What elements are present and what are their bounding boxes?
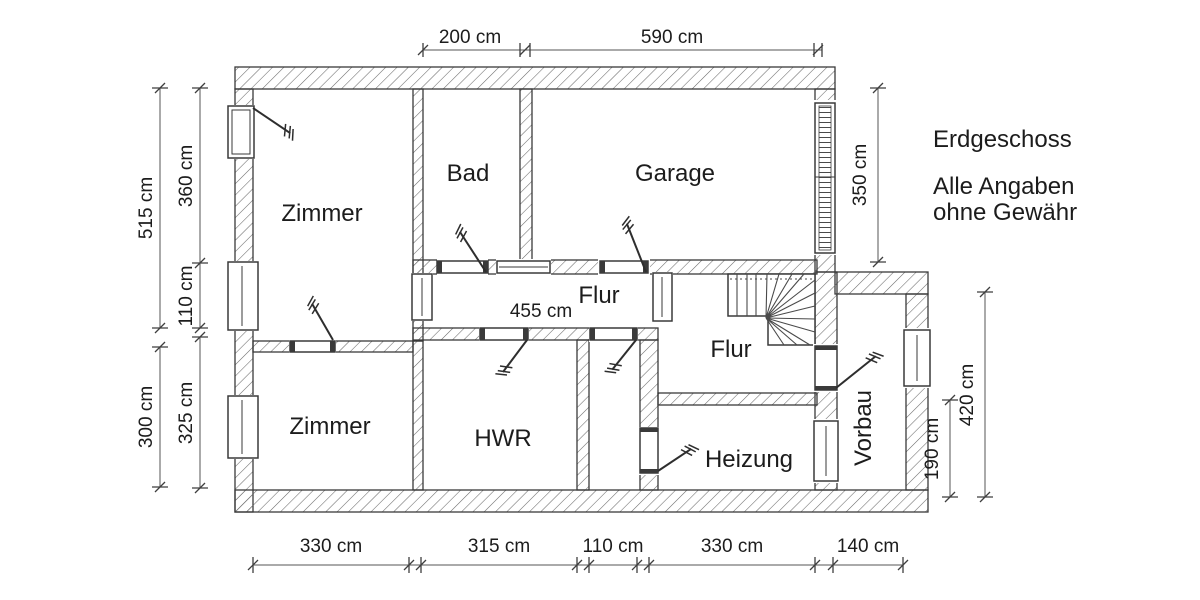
- opening-vorbau-door: [813, 344, 839, 392]
- floor-title: Erdgeschoss: [933, 126, 1072, 153]
- wall-vorbau-top: [834, 271, 929, 295]
- stairs-winder-steps: [765, 273, 816, 346]
- room-labels: Zimmer Bad Garage Flur 455 cm Zimmer HWR…: [281, 160, 877, 473]
- window-flur-top: [496, 259, 551, 275]
- room-label-flur-top: Flur: [578, 282, 619, 309]
- window-zimmer-bottom: [227, 395, 259, 459]
- dim-top-590: 590 cm: [641, 27, 703, 48]
- door-leaf-zimmer: [307, 295, 334, 341]
- dim-top-200: 200 cm: [439, 27, 501, 48]
- opening-corridor-door: [589, 326, 638, 342]
- dim-right-420: 420 cm: [957, 364, 978, 426]
- door-leaf-heizung: [657, 443, 700, 472]
- opening-bad-door: [436, 258, 489, 276]
- window-vorbau-right: [903, 328, 931, 388]
- window-left-tall: [227, 261, 259, 331]
- dimension-lines: 200 cm 590 cm 330 cm 315 cm 110 cm 330 c…: [136, 27, 993, 573]
- opening-hwr-door: [479, 326, 529, 342]
- dim-left-515: 515 cm: [136, 177, 157, 239]
- window-zimmer-top: [227, 105, 256, 159]
- garage-sectional-door: [812, 100, 838, 255]
- room-label-garage: Garage: [635, 160, 715, 187]
- room-label-bad: Bad: [447, 160, 490, 187]
- stairs: [727, 273, 816, 346]
- wall-bottom: [234, 489, 929, 513]
- dim-left-360: 360 cm: [176, 145, 197, 207]
- window-flur-west: [411, 273, 433, 321]
- dim-bottom-110: 110 cm: [583, 536, 644, 557]
- door-leaf-vorbau: [835, 351, 884, 389]
- opening-zimmer-door: [289, 339, 336, 354]
- disclaimer-line1: Alle Angaben: [933, 173, 1074, 200]
- window-heizung-vorbau: [812, 419, 840, 483]
- dim-right-350: 350 cm: [850, 144, 871, 206]
- room-label-hwr: HWR: [474, 425, 531, 452]
- door-leaf-garage: [621, 215, 647, 273]
- dim-bottom-140: 140 cm: [837, 536, 899, 557]
- wall-bad-garage: [519, 88, 533, 261]
- stairs-straight-steps: [736, 274, 757, 316]
- windows-and-openings: [227, 100, 931, 483]
- wall-hwr-right: [576, 339, 590, 491]
- room-label-zimmer-top: Zimmer: [281, 200, 362, 227]
- door-leaf-zimmer-top-window: [252, 107, 294, 141]
- dim-left-110: 110 cm: [176, 266, 197, 327]
- opening-heizung-door: [638, 427, 660, 475]
- room-label-vorbau: Vorbau: [850, 390, 877, 466]
- door-leaf-bad: [454, 223, 487, 273]
- room-label-heizung: Heizung: [705, 446, 793, 473]
- dim-bottom-330a: 330 cm: [300, 536, 362, 557]
- window-flur-east: [652, 272, 673, 322]
- room-label-zimmer-bottom: Zimmer: [289, 413, 370, 440]
- dim-bottom-330b: 330 cm: [701, 536, 763, 557]
- opening-garage-door: [598, 258, 650, 276]
- door-leaf-hwr: [495, 339, 528, 376]
- dim-left-300: 300 cm: [136, 386, 157, 448]
- dim-label-flur-interior: 455 cm: [510, 301, 572, 322]
- door-leaves: [252, 107, 884, 472]
- door-leaf-corridor: [604, 339, 637, 374]
- disclaimer-line2: ohne Gewähr: [933, 199, 1077, 226]
- room-label-flur-bottom: Flur: [710, 336, 751, 363]
- dim-bottom-315: 315 cm: [468, 536, 530, 557]
- wall-heizung-top: [657, 392, 818, 406]
- wall-hwr-left: [412, 340, 424, 491]
- dim-right-190: 190 cm: [922, 418, 943, 480]
- title-block: Erdgeschoss Alle Angaben ohne Gewähr: [933, 126, 1077, 226]
- wall-top: [234, 66, 836, 90]
- dim-left-325: 325 cm: [176, 382, 197, 444]
